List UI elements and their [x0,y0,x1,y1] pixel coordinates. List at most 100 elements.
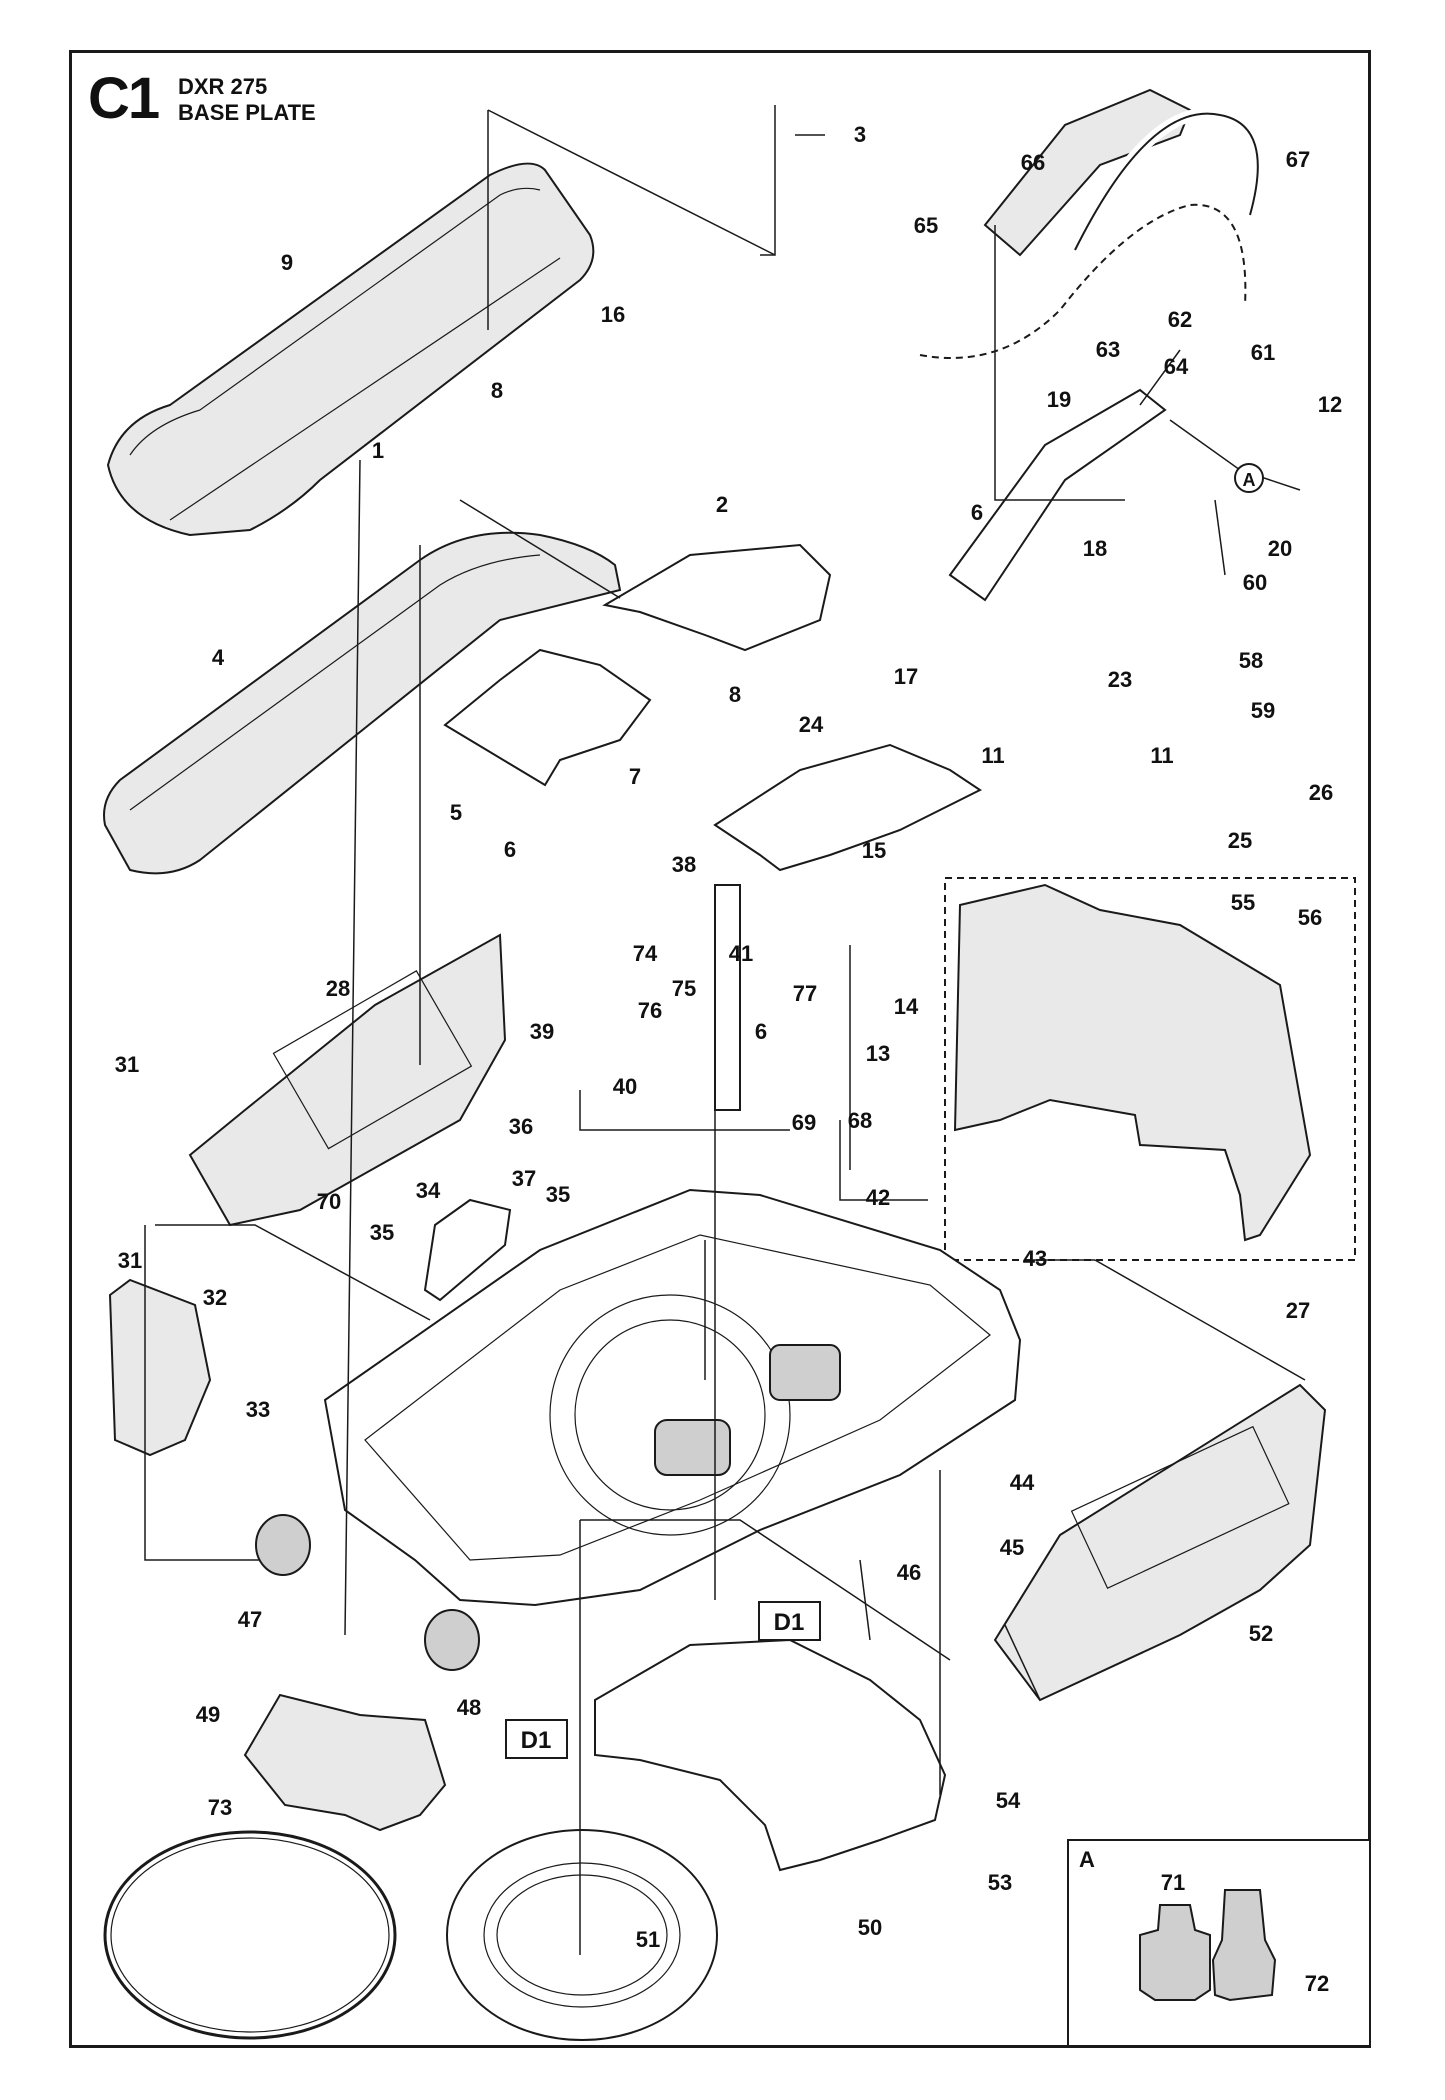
callout-72: 72 [1305,1971,1329,1996]
bracket-15 [713,743,982,872]
cover-52 [993,1383,1327,1702]
callout-13: 13 [866,1041,890,1066]
ref-d1-left: D1 [521,1727,552,1754]
hose-routing [919,203,1247,359]
light-48 [424,1609,480,1671]
callout-20: 20 [1268,536,1292,561]
callout-25: 25 [1228,828,1252,853]
callout-11: 11 [981,743,1004,768]
callout-32: 32 [203,1285,227,1310]
leader-lines [144,105,1306,1955]
detail-a-box [1067,1839,1371,2047]
callout-23: 23 [1108,667,1132,692]
assembly-27-box [944,877,1356,1261]
circle-a [1234,463,1264,493]
callout-75: 75 [672,976,696,1001]
callout-48: 48 [457,1695,481,1720]
callout-69: 69 [792,1110,816,1135]
callout-7: 7 [629,764,641,789]
callout-40: 40 [613,1074,637,1099]
callout-31: 31 [118,1248,142,1273]
diagram-frame [69,50,1371,2048]
cover-28 [188,933,507,1227]
callout-70: 70 [317,1189,341,1214]
coupling-71 [1139,1904,1211,2001]
callout-51: 51 [636,1927,660,1952]
callout-73: 73 [208,1795,232,1820]
callout-44: 44 [1010,1470,1035,1495]
callout-17: 17 [894,664,918,689]
callout-2: 2 [716,492,728,517]
callout-27: 27 [1286,1298,1310,1323]
callout-39: 39 [530,1019,554,1044]
ref-d1-right: D1 [774,1609,805,1636]
ref-box-d1-left [505,1719,568,1759]
callout-64: 64 [1164,354,1189,379]
callout-74: 74 [633,941,658,966]
callout-28: 28 [326,976,350,1001]
callout-15: 15 [862,838,886,863]
callout-49: 49 [196,1702,220,1727]
callout-6: 6 [504,837,516,862]
callout-31: 31 [115,1052,139,1077]
callout-41: 41 [729,941,753,966]
callout-8: 8 [491,378,503,403]
cover-49 [243,1693,447,1832]
callout-63: 63 [1096,337,1120,362]
callout-37: 37 [512,1166,536,1191]
plate-34 [423,1198,512,1302]
coupling-72 [1211,1889,1277,2002]
callout-71: 71 [1161,1870,1185,1895]
callout-45: 45 [1000,1535,1024,1560]
seal-73 [103,1830,397,2040]
bracket-19 [948,388,1167,602]
callout-33: 33 [246,1397,270,1422]
callout-66: 66 [1021,150,1045,175]
inset-a-label: A [1079,1847,1095,1872]
housing-27 [953,883,1312,1242]
diagram-code: C1 [88,66,160,131]
callout-35: 35 [370,1220,394,1245]
plate-2 [602,543,832,652]
callout-43: 43 [1023,1246,1047,1271]
callout-47: 47 [238,1607,262,1632]
side-cover [103,531,622,875]
callout-54: 54 [996,1788,1021,1813]
slew-ring-50 [446,1829,718,2041]
callout-58: 58 [1239,648,1263,673]
callout-38: 38 [672,852,696,877]
light-47 [255,1514,311,1576]
callout-42: 42 [866,1185,890,1210]
callout-18: 18 [1083,536,1107,561]
callout-77: 77 [793,981,817,1006]
callout-6: 6 [755,1019,767,1044]
callout-67: 67 [1286,147,1310,172]
callout-46: 46 [897,1560,921,1585]
plate-7 [443,648,652,787]
callout-53: 53 [988,1870,1012,1895]
callout-8: 8 [729,682,741,707]
callout-3: 3 [854,122,866,147]
callout-34: 34 [416,1178,441,1203]
post-41 [714,884,741,1111]
callout-4: 4 [212,645,225,670]
callout-labels: 1234566678891111121314151617181920232425… [115,122,1342,1996]
base-plate-42 [323,1188,1022,1607]
callout-55: 55 [1231,890,1255,915]
model-name: DXR 275 [178,74,268,99]
circle-a-label: A [1243,470,1256,490]
callout-19: 19 [1047,387,1071,412]
callout-56: 56 [1298,905,1322,930]
callout-24: 24 [799,712,824,737]
callout-36: 36 [509,1114,533,1139]
callout-6: 6 [971,500,983,525]
callout-16: 16 [601,302,625,327]
side-33 [108,1278,212,1457]
callout-68: 68 [848,1108,872,1133]
plate-54 [594,1638,947,1872]
callout-59: 59 [1251,698,1275,723]
top-cover [106,162,595,537]
callout-1: 1 [372,438,384,463]
